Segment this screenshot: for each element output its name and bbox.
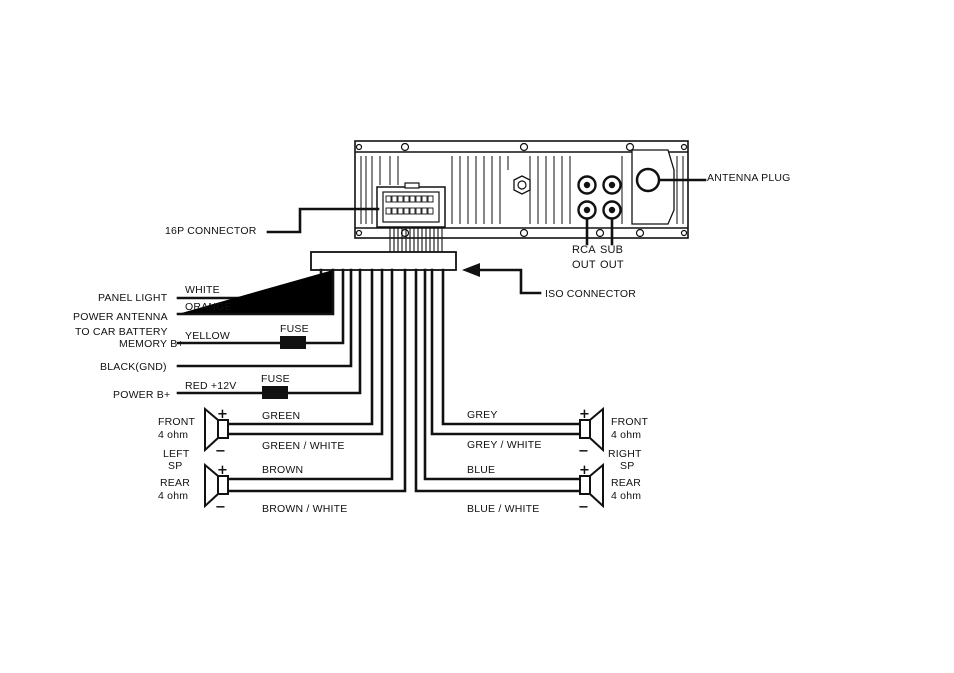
red-fuse-label: FUSE [261,373,290,385]
iso-connector-label: ISO CONNECTOR [545,288,636,300]
sub-out-label: OUT [600,259,624,271]
svg-text:−: − [215,444,226,459]
brown-white-wire-label: BROWN / WHITE [262,503,347,515]
antenna-plug-label: ANTENNA PLUG [707,172,791,184]
yellow-wire-label: YELLOW [185,330,230,342]
rca-jacks [577,175,622,246]
white-wire-label: WHITE [185,284,220,296]
left-rear-label: REAR [160,477,190,489]
green-white-wire-label: GREEN / WHITE [262,440,345,452]
orange-wire-label: ORANGE [185,301,232,313]
right-rear-speaker-icon: + − [578,462,604,515]
right-front-speaker-icon: + − [578,406,604,459]
iso-connector [310,251,457,271]
power-antenna-label: POWER ANTENNA [73,311,168,323]
left-sp-label: LEFT [163,448,190,460]
svg-text:−: − [578,500,589,515]
memory-b-label: MEMORY B+ [119,338,184,350]
grey-wire-label: GREY [467,409,498,421]
red-fuse [262,386,288,399]
svg-text:+: + [217,407,228,422]
right-front-ohm-label: 4 ohm [611,429,641,441]
right-front-label: FRONT [611,416,649,428]
left-front-ohm-label: 4 ohm [158,429,188,441]
black-gnd-label: BLACK(GND) [100,361,167,373]
svg-text:+: + [579,463,590,478]
brown-wire-label: BROWN [262,464,303,476]
red-wire-label: RED +12V [185,380,237,392]
blue-white-wire-label: BLUE / WHITE [467,503,539,515]
head-unit-chassis [354,140,689,239]
right-rear-ohm-label: 4 ohm [611,490,641,502]
right-speaker-wires [414,268,584,493]
svg-text:−: − [215,500,226,515]
left-rear-speaker-icon: + − [204,462,229,515]
left-front-label: FRONT [158,416,196,428]
left-sp-sub-label: SP [168,460,182,472]
right-sp-label: RIGHT [608,448,642,460]
left-front-speaker-icon: + − [204,406,229,459]
panel-light-label: PANEL LIGHT [98,292,168,304]
wire-bundle [389,227,443,252]
left-rear-ohm-label: 4 ohm [158,490,188,502]
rca-label: RCA [572,244,596,256]
blue-wire-label: BLUE [467,464,495,476]
iso-connector-pointer [462,263,542,295]
yellow-fuse [280,336,306,349]
svg-text:−: − [578,444,589,459]
rca-out-label: OUT [572,259,596,271]
svg-text:+: + [217,463,228,478]
connector-16p-leader [266,207,380,234]
green-wire-label: GREEN [262,410,300,422]
svg-text:+: + [579,407,590,422]
right-rear-label: REAR [611,477,641,489]
right-sp-sub-label: SP [620,460,634,472]
left-wires [176,268,362,395]
grey-white-wire-label: GREY / WHITE [467,439,542,451]
left-speaker-wires [226,268,407,493]
to-car-battery-label: TO CAR BATTERY [75,326,168,338]
connector-16p-label: 16P CONNECTOR [165,225,257,237]
power-b-label: POWER B+ [113,389,170,401]
sub-label: SUB [600,244,623,256]
yellow-fuse-label: FUSE [280,323,309,335]
